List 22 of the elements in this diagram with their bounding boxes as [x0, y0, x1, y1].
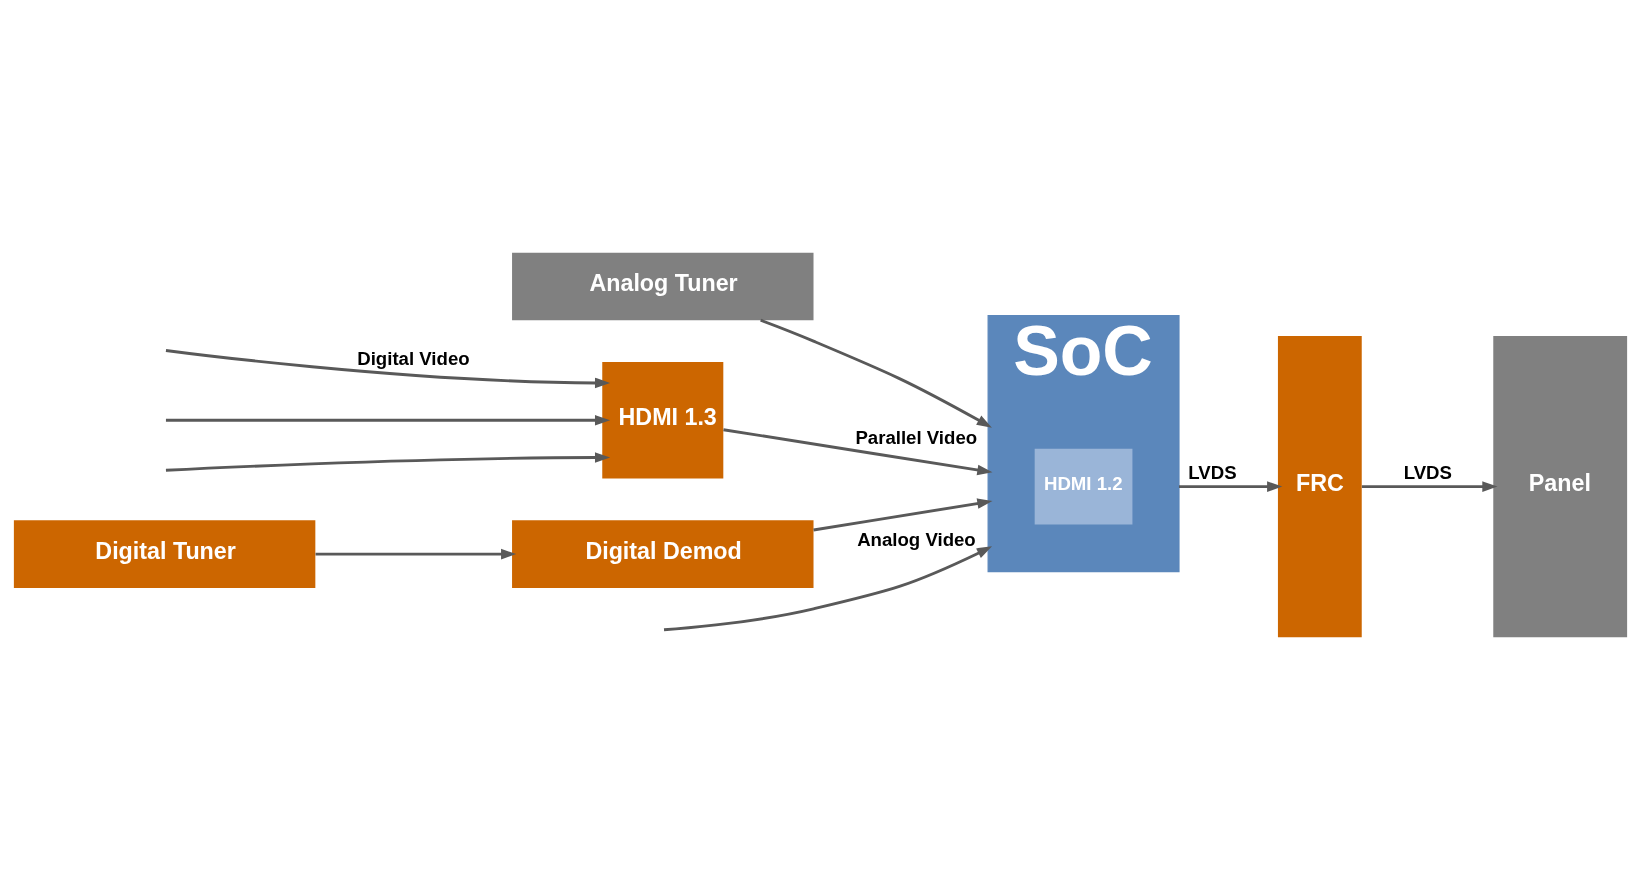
- arrow: [165, 348, 611, 388]
- arrow: [165, 414, 611, 426]
- node-box: HDMI 1.2: [1034, 448, 1133, 524]
- node-box: Analog Tuner: [512, 252, 814, 320]
- node-box: Digital Demod: [512, 519, 814, 588]
- edge-label: Parallel Video: [855, 426, 978, 448]
- node-box: FRC: [1277, 335, 1362, 637]
- arrow: [1179, 480, 1283, 492]
- arrow: [315, 548, 517, 559]
- arrow: [165, 451, 611, 472]
- edge-label: Analog Video: [857, 528, 976, 550]
- edge-label: LVDS: [1188, 461, 1237, 483]
- arrow: [760, 318, 992, 428]
- arrow: [723, 427, 993, 475]
- edge-label: LVDS: [1403, 461, 1452, 483]
- edge-label: Digital Video: [357, 347, 470, 369]
- arrow: [1361, 480, 1498, 492]
- node-box: HDMI 1.3: [602, 361, 724, 478]
- arrow: [813, 497, 993, 531]
- arrow: [663, 545, 993, 631]
- node-box: Panel: [1493, 335, 1628, 637]
- node-box: Digital Tuner: [13, 519, 316, 588]
